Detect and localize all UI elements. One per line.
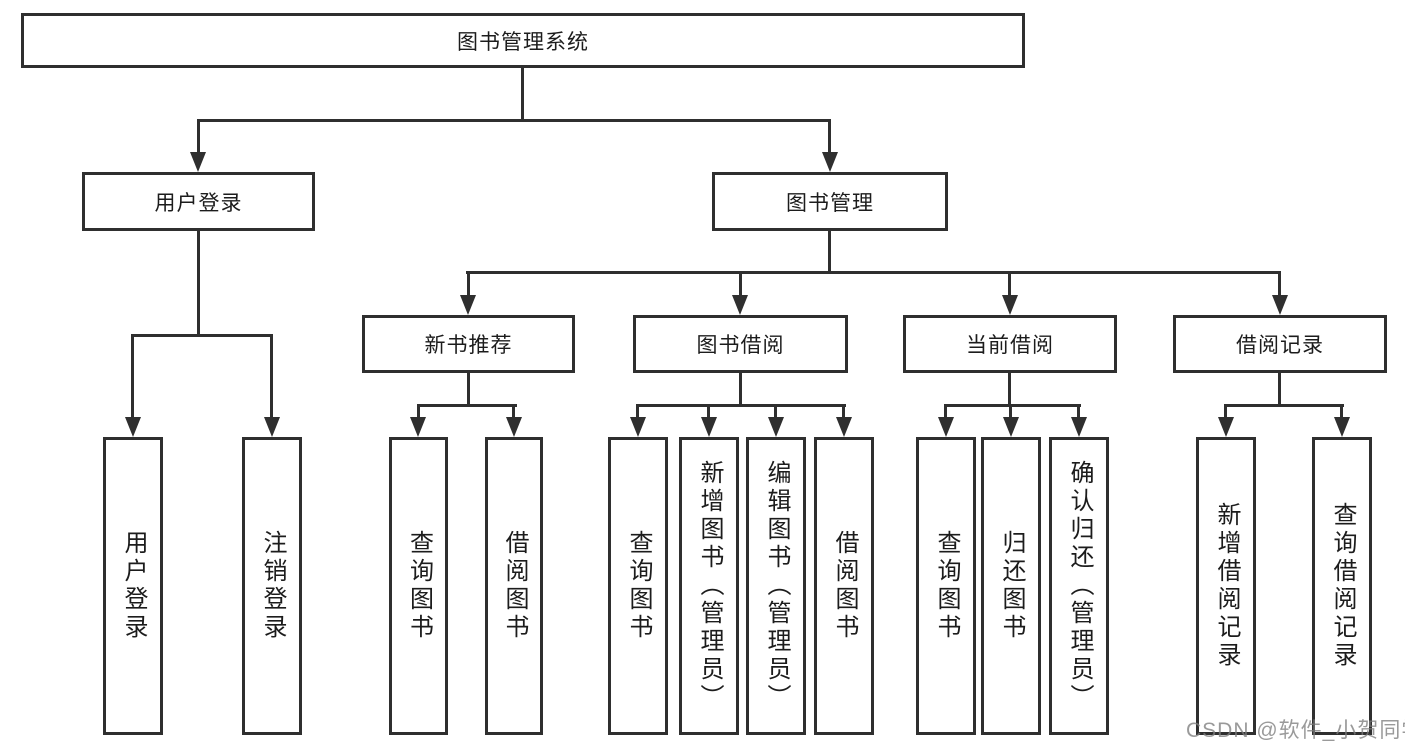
connector-line <box>467 373 470 407</box>
connector-line <box>131 334 273 337</box>
connector-line <box>636 404 846 407</box>
arrowhead-icon <box>264 417 280 437</box>
connector-line <box>466 271 1281 274</box>
connector-line <box>1278 373 1281 407</box>
leaf-edit-books-admin: 编辑图书（管理员） <box>746 437 806 735</box>
arrowhead-icon <box>190 152 206 172</box>
connector-line <box>1008 373 1011 407</box>
arrowhead-icon <box>1002 295 1018 315</box>
connector-line <box>1008 271 1011 297</box>
node-book-borrowing: 图书借阅 <box>633 315 848 373</box>
arrowhead-icon <box>1218 417 1234 437</box>
arrowhead-icon <box>125 417 141 437</box>
arrowhead-icon <box>1071 417 1087 437</box>
connector-line <box>739 271 742 297</box>
arrowhead-icon <box>460 295 476 315</box>
connector-line <box>842 404 845 420</box>
leaf-query-borrow-record: 查询借阅记录 <box>1312 437 1372 735</box>
leaf-query-books-borrow: 查询图书 <box>608 437 668 735</box>
csdn-watermark: CSDN @软件_小贺同学 <box>1186 719 1405 742</box>
node-current-borrowing: 当前借阅 <box>903 315 1117 373</box>
leaf-borrow-books-recommend: 借阅图书 <box>485 437 543 735</box>
leaf-add-books-admin: 新增图书（管理员） <box>679 437 739 735</box>
leaf-logout: 注销登录 <box>242 437 302 735</box>
leaf-borrow-books: 借阅图书 <box>814 437 874 735</box>
connector-line <box>197 119 200 155</box>
arrowhead-icon <box>410 417 426 437</box>
connector-line <box>636 404 639 420</box>
leaf-add-borrow-record: 新增借阅记录 <box>1196 437 1256 735</box>
arrowhead-icon <box>836 417 852 437</box>
arrowhead-icon <box>701 417 717 437</box>
connector-line <box>707 404 710 420</box>
connector-line <box>417 404 420 420</box>
connector-line <box>828 231 831 274</box>
connector-line <box>270 334 273 420</box>
connector-line <box>774 404 777 420</box>
connector-line <box>521 68 524 121</box>
arrowhead-icon <box>1272 295 1288 315</box>
node-book-management: 图书管理 <box>712 172 948 231</box>
connector-line <box>1009 404 1012 420</box>
connector-line <box>1224 404 1227 420</box>
connector-line <box>1340 404 1343 420</box>
leaf-query-books-recommend: 查询图书 <box>389 437 448 735</box>
connector-line <box>467 271 470 297</box>
connector-line <box>739 373 742 407</box>
connector-line <box>944 404 1081 407</box>
leaf-confirm-return-admin: 确认归还（管理员） <box>1049 437 1109 735</box>
connector-line <box>512 404 515 420</box>
arrowhead-icon <box>768 417 784 437</box>
connector-line <box>197 231 200 337</box>
arrowhead-icon <box>1334 417 1350 437</box>
arrowhead-icon <box>630 417 646 437</box>
node-library-management-system: 图书管理系统 <box>21 13 1025 68</box>
connector-line <box>417 404 517 407</box>
arrowhead-icon <box>732 295 748 315</box>
arrowhead-icon <box>1003 417 1019 437</box>
node-user-login: 用户登录 <box>82 172 315 231</box>
connector-line <box>944 404 947 420</box>
node-borrowing-records: 借阅记录 <box>1173 315 1387 373</box>
leaf-user-login: 用户登录 <box>103 437 163 735</box>
node-new-book-recommendation: 新书推荐 <box>362 315 575 373</box>
connector-line <box>131 334 134 420</box>
leaf-return-books: 归还图书 <box>981 437 1041 735</box>
connector-line <box>197 119 831 122</box>
arrowhead-icon <box>506 417 522 437</box>
arrowhead-icon <box>938 417 954 437</box>
connector-line <box>1224 404 1344 407</box>
arrowhead-icon <box>822 152 838 172</box>
leaf-query-books-current: 查询图书 <box>916 437 976 735</box>
connector-line <box>1278 271 1281 297</box>
connector-line <box>828 119 831 155</box>
connector-line <box>1077 404 1080 420</box>
